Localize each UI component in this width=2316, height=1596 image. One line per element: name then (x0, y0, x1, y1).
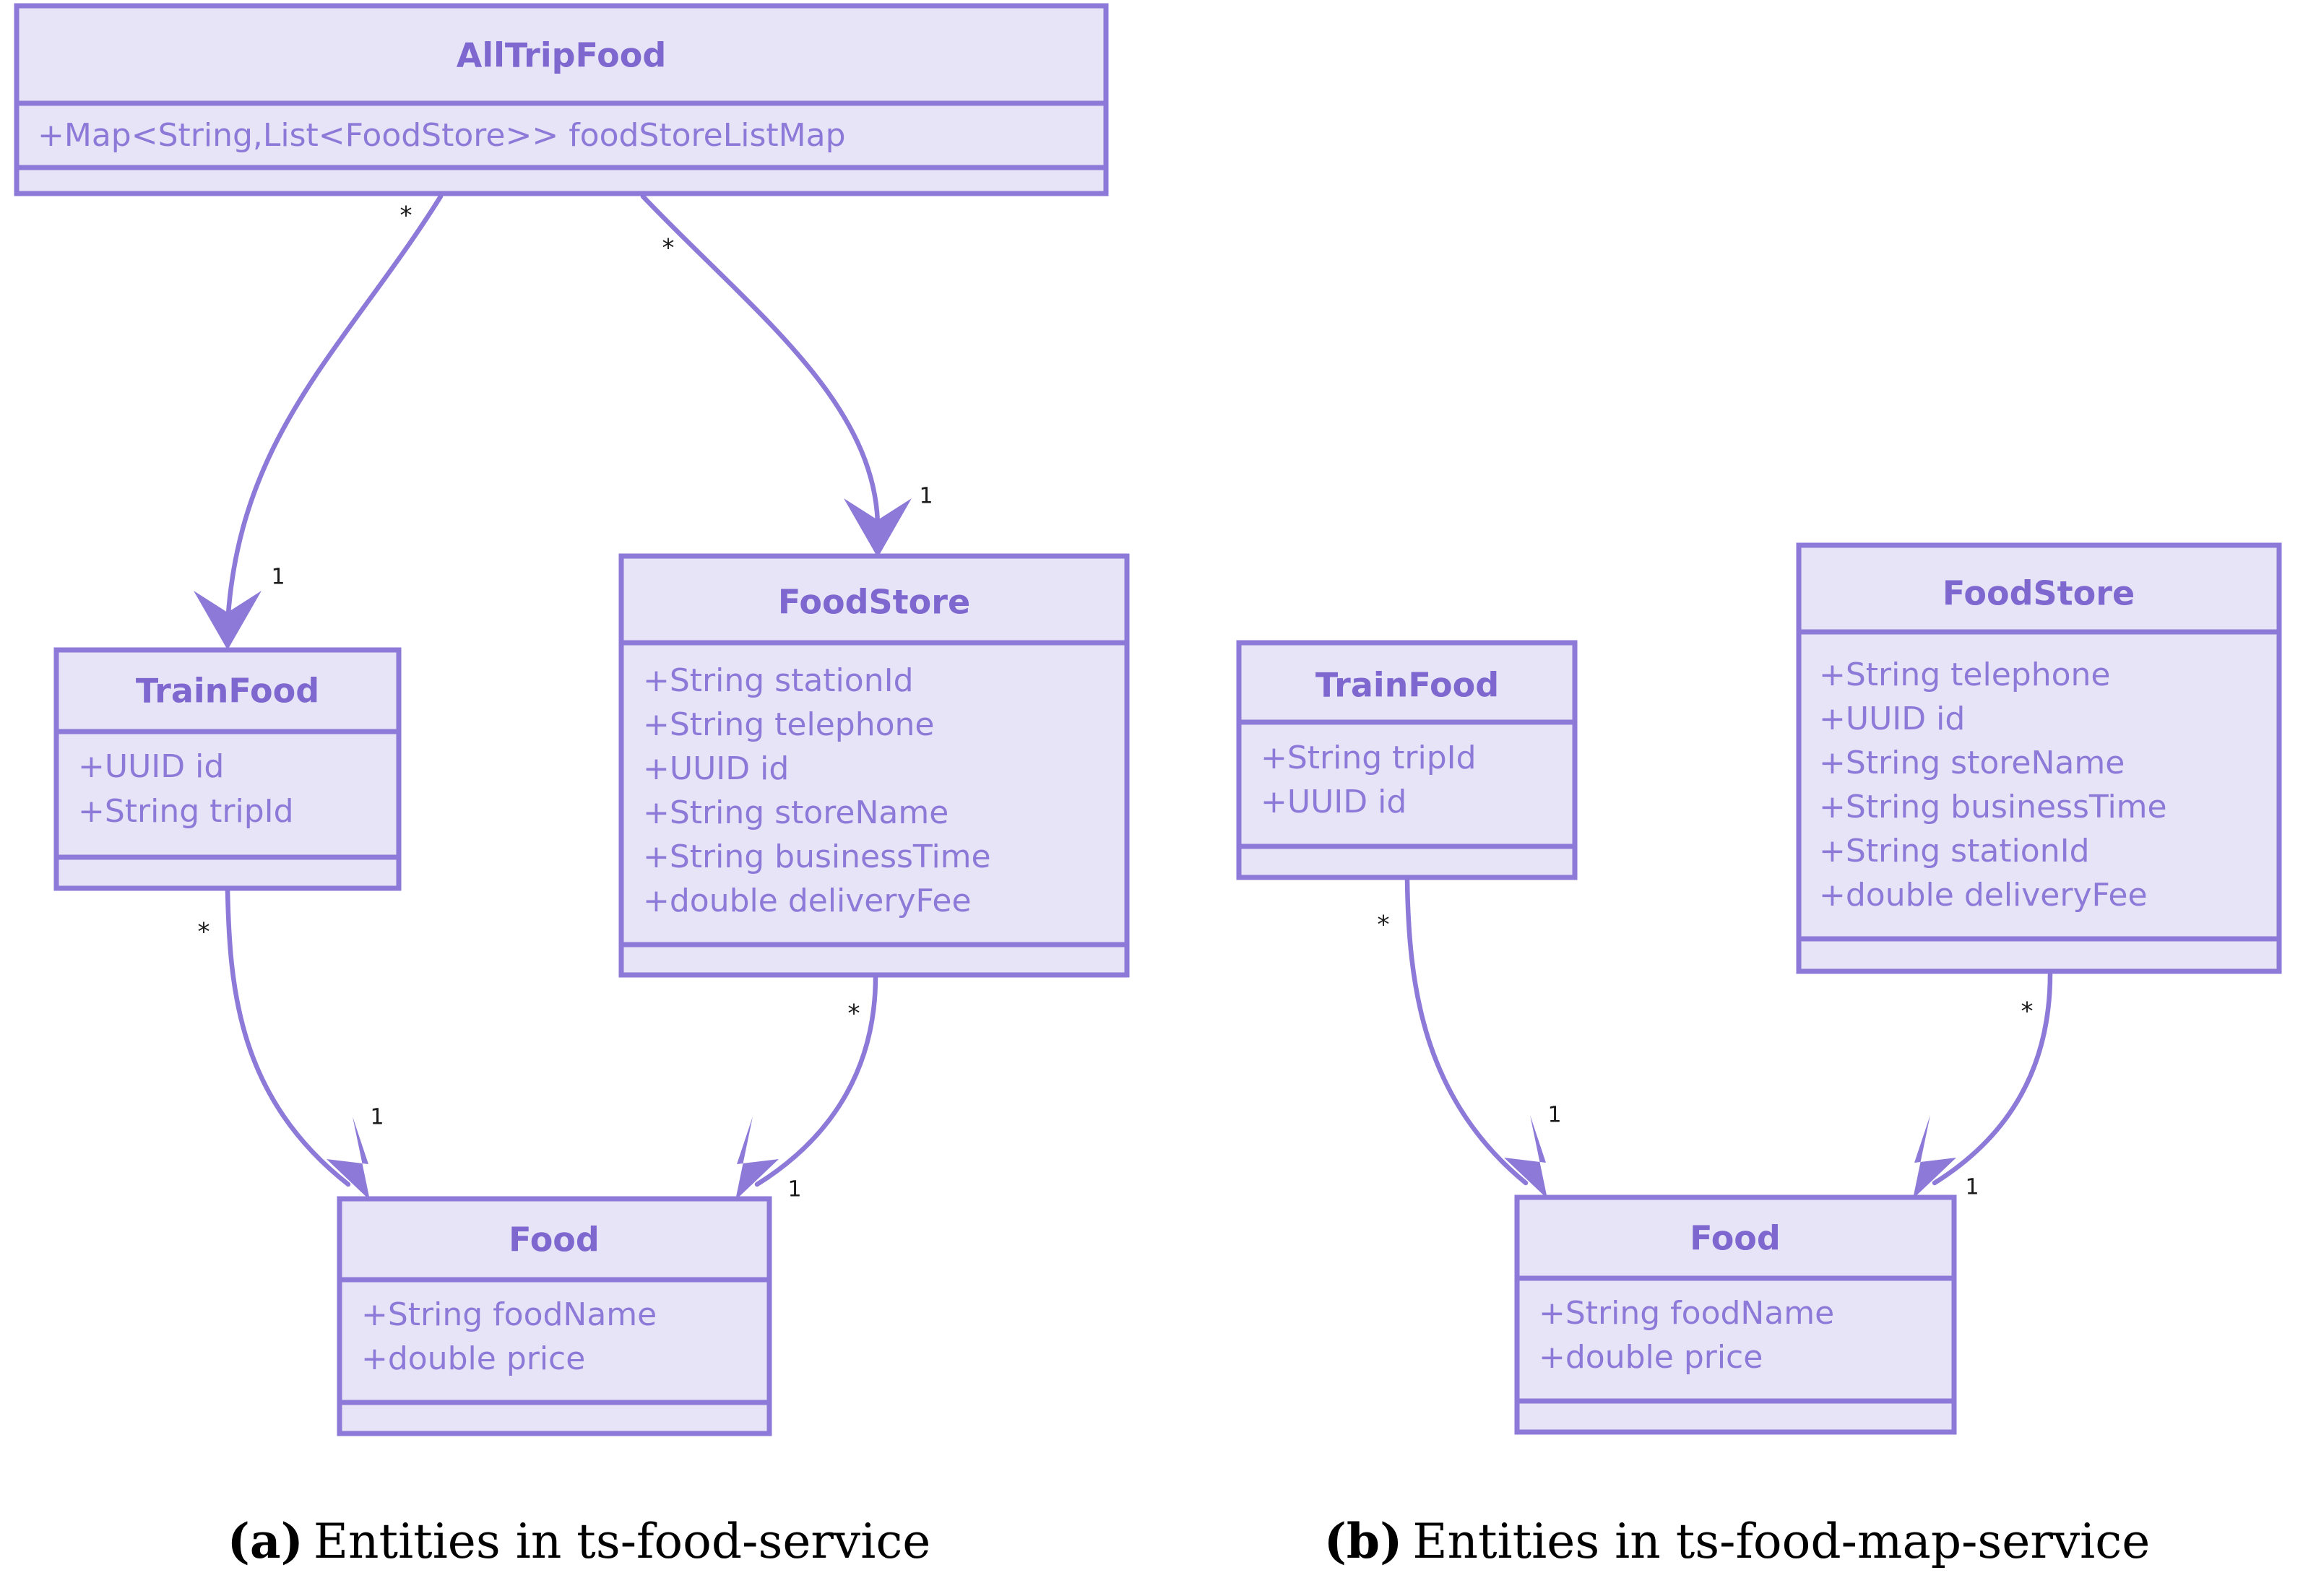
class-attribute: +String businessTime (1819, 789, 2167, 825)
class-attribute: +UUID id (1819, 701, 1965, 737)
arrowhead-icon (1504, 1115, 1547, 1199)
caption-text-a: Entities in ts-food-service (313, 1514, 931, 1569)
class-attribute: +double price (361, 1340, 585, 1377)
class-name: AllTripFood (457, 36, 667, 75)
class-attribute: +String foodName (1539, 1295, 1834, 1332)
association-trainfood-food-b: * 1 (1378, 877, 1562, 1199)
class-attribute: +String telephone (643, 706, 934, 743)
association-line (225, 194, 444, 628)
class-box-trainfood-b[interactable]: TrainFood +String tripId +UUID id (1236, 640, 1578, 880)
class-attribute: +double deliveryFee (643, 882, 972, 919)
arrowhead-icon (1913, 1115, 1956, 1199)
arrowhead-icon (194, 591, 262, 650)
class-box-trainfood-a[interactable]: TrainFood +UUID id +String tripId (53, 647, 402, 891)
caption-tag-b: (b) (1323, 1513, 1403, 1569)
association-trainfood-food: * 1 (198, 887, 384, 1200)
class-attribute: +String businessTime (643, 838, 991, 875)
association-line (1932, 971, 2053, 1186)
class-attribute: +double deliveryFee (1819, 877, 2148, 914)
class-box-food-a[interactable]: Food +String foodName +double price (337, 1196, 772, 1436)
class-name: Food (1690, 1219, 1781, 1258)
class-attribute: +String storeName (1819, 745, 2125, 781)
multiplicity-target: 1 (919, 484, 933, 509)
multiplicity-source: * (1378, 911, 1390, 940)
caption-text-b: Entities in ts-food-map-service (1412, 1514, 2151, 1569)
class-attribute: +UUID id (1261, 784, 1407, 820)
multiplicity-target: 1 (1965, 1175, 1979, 1200)
class-attribute: +UUID id (78, 748, 224, 785)
class-name: FoodStore (1943, 574, 2135, 613)
multiplicity-source: * (662, 234, 675, 263)
class-box-food-b[interactable]: Food +String foodName +double price (1514, 1194, 1957, 1435)
class-attribute: +String tripId (78, 793, 294, 830)
class-name: FoodStore (778, 583, 970, 622)
multiplicity-source: * (400, 201, 412, 230)
arrowhead-icon (735, 1116, 779, 1200)
association-line (754, 973, 878, 1187)
caption-tag-a: (a) (227, 1513, 303, 1569)
caption-panel-a: (a) Entities in ts-food-service (0, 1513, 1158, 1569)
association-line (1404, 877, 1529, 1186)
multiplicity-target: 1 (370, 1105, 384, 1130)
class-attribute: +String tripId (1261, 740, 1477, 776)
class-attribute: +String stationId (643, 662, 914, 699)
class-attribute: +Map<String,List<FoodStore>> foodStoreLi… (38, 117, 846, 154)
multiplicity-target: 1 (787, 1177, 801, 1202)
multiplicity-source: * (848, 999, 860, 1028)
class-name: TrainFood (136, 672, 319, 711)
class-name: TrainFood (1315, 666, 1499, 705)
class-attribute: +double price (1539, 1339, 1763, 1376)
multiplicity-target: 1 (271, 565, 285, 590)
association-alltripfood-foodstore: * 1 (640, 194, 933, 558)
association-line (225, 887, 351, 1187)
class-attribute: +String stationId (1819, 833, 2090, 869)
multiplicity-source: * (2021, 997, 2034, 1026)
caption-panel-b: (b) Entities in ts-food-map-service (1158, 1513, 2316, 1569)
class-attribute: +String storeName (643, 794, 949, 831)
association-alltripfood-trainfood: * 1 (194, 194, 444, 650)
arrowhead-icon (327, 1116, 370, 1200)
class-attribute: +String foodName (361, 1296, 657, 1333)
class-box-alltripfood[interactable]: AllTripFood +Map<String,List<FoodStore>>… (14, 3, 1109, 196)
class-box-foodstore-b[interactable]: FoodStore +String telephone +UUID id +St… (1796, 542, 2282, 974)
class-attribute: +String telephone (1819, 656, 2110, 693)
class-attribute: +UUID id (643, 750, 789, 787)
arrowhead-icon (844, 498, 912, 558)
association-foodstore-food: * 1 (735, 973, 878, 1202)
multiplicity-target: 1 (1547, 1103, 1561, 1128)
class-name: Food (509, 1220, 600, 1259)
association-line (640, 194, 881, 537)
association-foodstore-food-b: * 1 (1913, 971, 2053, 1200)
multiplicity-source: * (198, 918, 210, 947)
class-box-foodstore-a[interactable]: FoodStore +String stationId +String tele… (618, 553, 1130, 978)
